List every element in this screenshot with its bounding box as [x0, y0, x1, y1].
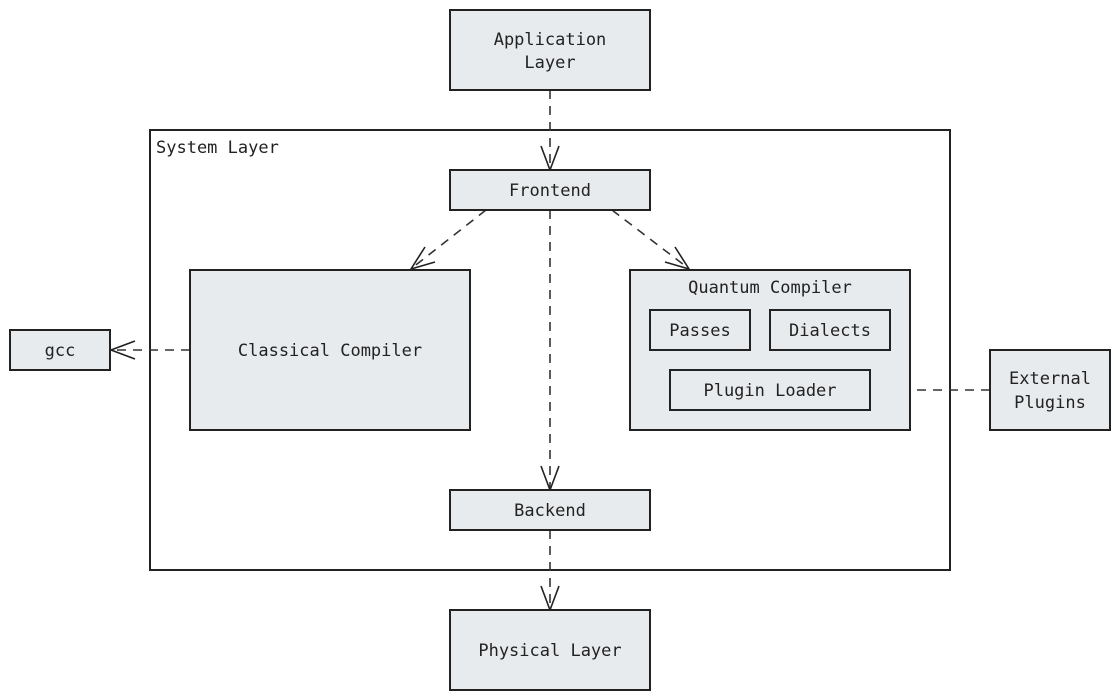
passes-label: Passes	[669, 321, 730, 341]
application-layer-label-line1: Application	[494, 30, 607, 50]
dialects-label: Dialects	[789, 321, 871, 341]
node-gcc[interactable]: gcc	[9, 329, 111, 371]
node-frontend[interactable]: Frontend	[449, 169, 651, 211]
edge-frontend-to-backend	[540, 210, 560, 493]
application-layer-label-line2: Layer	[524, 53, 575, 73]
node-physical-layer[interactable]: Physical Layer	[449, 609, 651, 691]
edge-frontend-to-classical	[409, 209, 487, 271]
arrowhead-icon	[664, 246, 691, 271]
node-dialects[interactable]: Dialects	[769, 309, 891, 351]
system-layer-label: System Layer	[156, 138, 279, 158]
node-plugin-loader[interactable]: Plugin Loader	[669, 369, 871, 411]
node-classical-compiler[interactable]: Classical Compiler	[189, 269, 471, 431]
edge-frontend-to-quantum	[611, 209, 691, 271]
gcc-label: gcc	[45, 341, 76, 361]
node-application-layer[interactable]: Application Layer	[449, 9, 651, 91]
frontend-label: Frontend	[509, 181, 591, 201]
external-plugins-label-line1: External	[1009, 369, 1091, 389]
arrowhead-icon	[409, 246, 436, 271]
backend-label: Backend	[514, 501, 586, 521]
node-passes[interactable]: Passes	[649, 309, 751, 351]
node-backend[interactable]: Backend	[449, 489, 651, 531]
external-plugins-label-line2: Plugins	[1014, 393, 1086, 413]
plugin-loader-label: Plugin Loader	[703, 381, 836, 401]
quantum-compiler-label: Quantum Compiler	[688, 278, 852, 298]
classical-compiler-label: Classical Compiler	[238, 341, 422, 361]
node-quantum-compiler[interactable]: Quantum Compiler Passes Dialects Plugin …	[629, 269, 911, 431]
physical-layer-label: Physical Layer	[478, 641, 621, 661]
node-external-plugins[interactable]: External Plugins	[989, 349, 1111, 431]
